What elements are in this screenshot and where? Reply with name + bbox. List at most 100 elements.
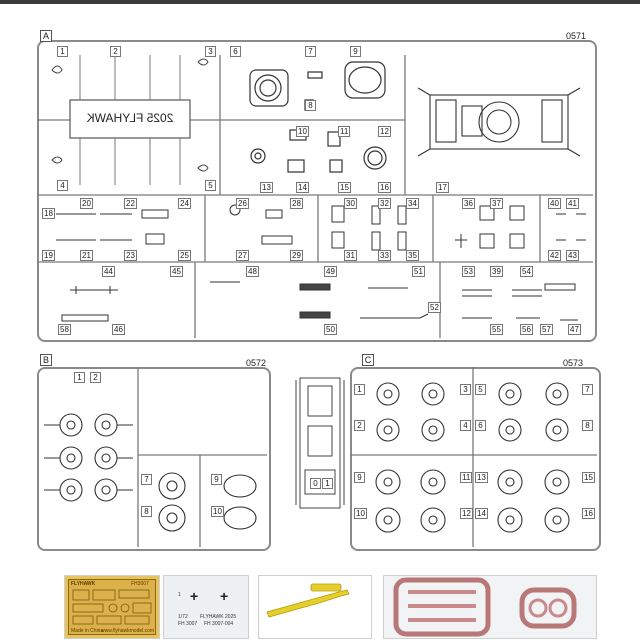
sprue-b-part-2: 2 — [90, 372, 101, 383]
sprue-a-part-49: 49 — [324, 266, 337, 277]
tracks-thumbnail — [383, 575, 597, 639]
brass-barrel-shape — [266, 583, 350, 618]
sprue-a-part-15: 15 — [338, 182, 351, 193]
sprue-a-part-6: 6 — [230, 46, 241, 57]
sprue-a-part-28: 28 — [290, 198, 303, 209]
sprue-a-part-22: 22 — [124, 198, 137, 209]
sprue-b-letter: B — [40, 354, 52, 366]
sprue-a-part-56: 56 — [520, 324, 533, 335]
sprue-a-part-21: 21 — [80, 250, 93, 261]
sprue-c-part-16: 16 — [582, 508, 595, 519]
sprue-a-part-10: 10 — [296, 126, 309, 137]
sprue-a-part-8: 8 — [305, 100, 316, 111]
sprue-b-frame — [37, 367, 271, 551]
decal-sheet-thumbnail: 1 + + 1/72 FLYHAWK 2025 FH 3007 FH 3007-… — [163, 575, 249, 639]
sprue-a-part-12: 12 — [378, 126, 391, 137]
sprue-a-part-50: 50 — [324, 324, 337, 335]
sprue-a-text-plate: 2025 FLYHAWK — [86, 111, 174, 125]
decal-code-left: FH 3007 — [178, 621, 198, 627]
sprue-a-part-42: 42 — [548, 250, 561, 261]
sprue-a-part-4: 4 — [57, 180, 68, 191]
sprue-a-part-9: 9 — [350, 46, 361, 57]
sprue-a-part-57: 57 — [540, 324, 553, 335]
sprue-a-part-17: 17 — [436, 182, 449, 193]
sprue-a-part-24: 24 — [178, 198, 191, 209]
photo-etch-footer-left: Made in China — [71, 628, 104, 634]
sprue-a-part-33: 33 — [378, 250, 391, 261]
sprue-c-part-7: 7 — [582, 384, 593, 395]
sprue-a-part-44: 44 — [102, 266, 115, 277]
tracks-shape — [393, 577, 577, 637]
sprue-a-part-30: 30 — [344, 198, 357, 209]
sprue-c-part-4: 4 — [460, 420, 471, 431]
sprue-a-part-46: 46 — [112, 324, 125, 335]
sprue-c-letter: C — [362, 354, 374, 366]
sprue-a-part-7: 7 — [305, 46, 316, 57]
photo-etch-parts — [72, 589, 152, 625]
sprue-c-part-9: 9 — [354, 472, 365, 483]
sprue-a-frame — [37, 40, 597, 342]
photo-etch-code: FH3007 — [131, 581, 149, 587]
sprue-c-part-11: 11 — [460, 472, 473, 483]
sprue-b-code: 0572 — [246, 358, 267, 368]
sprue-a-part-16: 16 — [378, 182, 391, 193]
sprue-c-part-3: 3 — [460, 384, 471, 395]
sprue-a-part-52: 52 — [428, 302, 441, 313]
sprue-a-part-3: 3 — [205, 46, 216, 57]
sprue-a-part-45: 45 — [170, 266, 183, 277]
sprue-a-part-41: 41 — [566, 198, 579, 209]
sprue-a-part-27: 27 — [236, 250, 249, 261]
sprue-c-part-5: 5 — [475, 384, 486, 395]
decal-small-mark: 1 — [178, 592, 181, 598]
sprue-c-code: 0573 — [563, 358, 584, 368]
sprue-a-part-34: 34 — [406, 198, 419, 209]
sprue-c-part-2: 2 — [354, 420, 365, 431]
decal-code-right: FH 3007-004 — [204, 621, 234, 627]
sprue-a-part-31: 31 — [344, 250, 357, 261]
decal-cross-mark: + — [190, 588, 199, 604]
photo-etch-thumbnail: FLYHAWK FH3007 Made in China www.flyhawk… — [64, 575, 160, 639]
sprue-c-part-8: 8 — [582, 420, 593, 431]
sprue-a-code: 0571 — [566, 31, 587, 41]
sprue-a-part-32: 32 — [378, 198, 391, 209]
sprue-a-part-43: 43 — [566, 250, 579, 261]
decal-cross-mark: + — [220, 588, 229, 604]
hull-part-number: 0 — [310, 478, 321, 489]
sprue-a-part-26: 26 — [236, 198, 249, 209]
sprue-a-part-47: 47 — [568, 324, 581, 335]
sprue-a-part-54: 54 — [520, 266, 533, 277]
sprue-c-part-13: 13 — [475, 472, 488, 483]
sprue-a-part-39: 39 — [490, 266, 503, 277]
sprue-a-part-48: 48 — [246, 266, 259, 277]
sprue-a-part-14: 14 — [296, 182, 309, 193]
sprue-b-part-7: 7 — [141, 474, 152, 485]
sprue-a-part-53: 53 — [462, 266, 475, 277]
sprue-a-part-2: 2 — [110, 46, 121, 57]
hull-part-number: 1 — [322, 478, 333, 489]
sprue-a-part-51: 51 — [412, 266, 425, 277]
photo-etch-footer-right: www.flyhawkmodel.com — [101, 628, 155, 634]
sprue-c-part-10: 10 — [354, 508, 367, 519]
sprue-a-part-25: 25 — [178, 250, 191, 261]
sprue-a-part-5: 5 — [205, 180, 216, 191]
sprue-a-part-1: 1 — [57, 46, 68, 57]
sprue-a-letter: A — [40, 30, 52, 42]
sprue-a-part-29: 29 — [290, 250, 303, 261]
brass-barrel-thumbnail — [258, 575, 372, 639]
sprue-b-part-8: 8 — [141, 506, 152, 517]
sprue-a-part-13: 13 — [260, 182, 273, 193]
sprue-a-part-20: 20 — [80, 198, 93, 209]
sprue-a-part-19: 19 — [42, 250, 55, 261]
sprue-a-part-55: 55 — [490, 324, 503, 335]
sprue-c-part-12: 12 — [460, 508, 473, 519]
sprue-a-part-40: 40 — [548, 198, 561, 209]
sprue-a-part-23: 23 — [124, 250, 137, 261]
sprue-a-part-11: 11 — [338, 126, 351, 137]
sprue-a-part-58: 58 — [58, 324, 71, 335]
sprue-b-part-9: 9 — [211, 474, 222, 485]
sprue-c-part-15: 15 — [582, 472, 595, 483]
decal-scale: 1/72 — [178, 614, 188, 620]
sprue-a-part-18: 18 — [42, 208, 55, 219]
sprue-b-part-1: 1 — [74, 372, 85, 383]
